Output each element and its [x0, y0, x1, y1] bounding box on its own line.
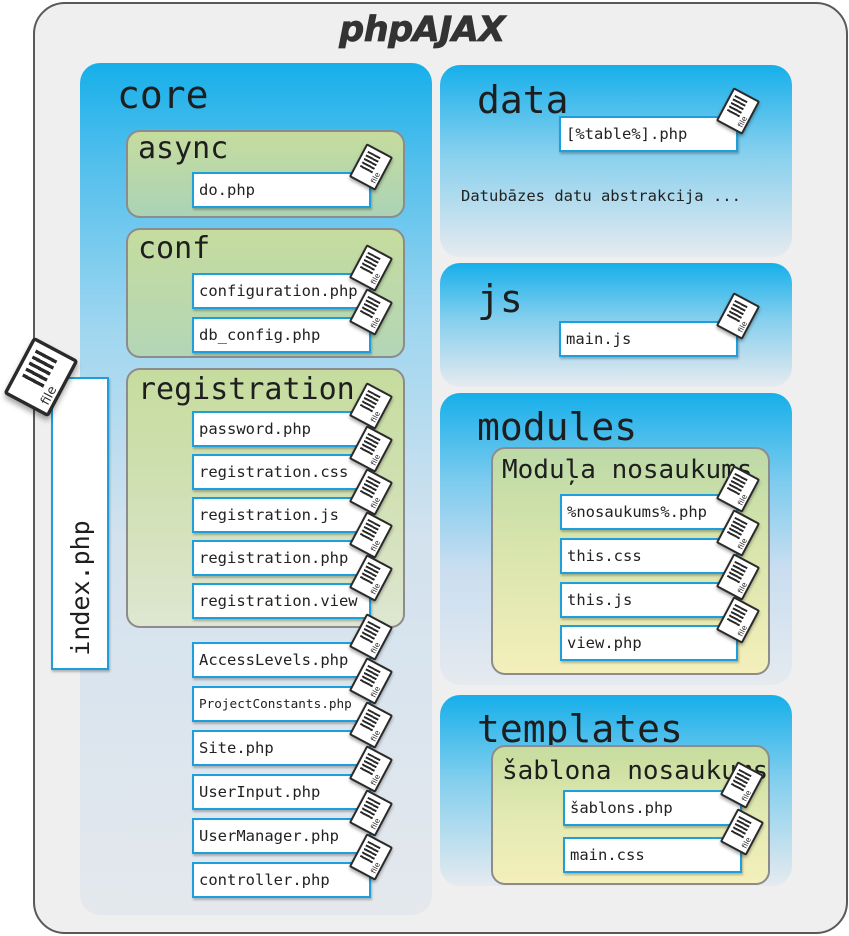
file-icon-label: file — [368, 495, 383, 511]
file-name: this.css — [567, 547, 642, 565]
panel-data: data [%table%].php file Datubāzes datu a… — [440, 65, 792, 257]
panel-js: js main.js file — [440, 263, 792, 387]
file-icon-label: file — [368, 271, 383, 287]
file-this-js: this.js file — [560, 553, 761, 618]
file-icon: file — [715, 87, 761, 135]
data-description: Datubāzes datu abstrakcija ... — [461, 187, 741, 205]
file-icon-label: file — [368, 684, 383, 700]
panel-modules-label: modules — [477, 405, 638, 449]
file-name: main.js — [566, 330, 632, 348]
file-icon: file — [348, 143, 394, 191]
file-icon-label: file — [739, 788, 754, 804]
file-name: registration.css — [199, 463, 349, 481]
file-icon-label: file — [368, 581, 383, 597]
file-icon-label: file — [368, 452, 383, 468]
file-icon-label: file — [739, 835, 754, 851]
file-registration-css: registration.css file — [192, 425, 394, 490]
file-index-php: index.php — [51, 377, 109, 670]
file-icon-label: file — [368, 816, 383, 832]
folder-template-name-label: šablona nosaukums — [502, 756, 769, 786]
folder-async: async do.php file — [126, 130, 405, 218]
panel-data-label: data — [477, 78, 569, 122]
file-icon-label: file — [368, 538, 383, 554]
file-name: Site.php — [199, 739, 274, 757]
file-icon-label: file — [735, 580, 750, 596]
file-icon-label: file — [735, 623, 750, 639]
file-projectconstants-php: ProjectConstants.php file — [192, 657, 394, 722]
panel-core: core async do.php file conf configuratio… — [80, 63, 432, 915]
panel-templates-label: templates — [477, 707, 683, 751]
file-icon-label: file — [368, 860, 383, 876]
file-icon-label: file — [368, 170, 383, 186]
file-icon: file — [715, 292, 761, 340]
file-db-config-php: db_config.php file — [192, 288, 394, 353]
file-icon-label: file — [735, 536, 750, 552]
file-name: this.js — [567, 591, 633, 609]
panel-core-label: core — [117, 73, 209, 117]
file-main-js: main.js file — [559, 292, 761, 357]
diagram-title: phpAJAX — [339, 10, 506, 50]
file-icon-label: file — [368, 728, 383, 744]
file-name: controller.php — [199, 871, 330, 889]
file-name: AccessLevels.php — [199, 651, 349, 669]
file-icon-label: file — [735, 319, 750, 335]
panel-js-label: js — [477, 277, 523, 321]
file-usermanager-php: UserManager.php file — [192, 789, 394, 854]
file-accesslevels-php: AccessLevels.php file — [192, 613, 394, 678]
file-name: do.php — [199, 181, 255, 199]
file-password-php: password.php file — [192, 382, 394, 447]
file-nosaukums-php: %nosaukums%.php file — [560, 465, 761, 530]
file-registration-php: registration.php file — [192, 511, 394, 576]
file-name: index.php — [66, 520, 95, 656]
folder-registration-label: registration — [138, 372, 355, 407]
file-name: %nosaukums%.php — [567, 503, 707, 521]
file-sablons-php: šablons.php file — [563, 761, 765, 826]
file-name: ProjectConstants.php — [199, 696, 352, 711]
file-name: šablons.php — [570, 799, 673, 817]
folder-conf: conf configuration.php file db_config.ph… — [126, 228, 405, 358]
file-name: registration.view — [199, 592, 358, 610]
file-name: UserManager.php — [199, 827, 339, 845]
file-icon: file — [348, 382, 394, 430]
file-name: main.css — [570, 846, 645, 864]
file-name: registration.php — [199, 549, 349, 567]
folder-module-name-label: Moduļa nosaukums — [502, 455, 753, 485]
file-view-php: view.php file — [560, 596, 761, 661]
file-name: registration.js — [199, 506, 339, 524]
folder-registration: registration password.php file registrat… — [126, 368, 405, 628]
file-site-php: Site.php file — [192, 701, 394, 766]
folder-template-name: šablona nosaukums šablons.php file main.… — [491, 745, 770, 885]
file-name: UserInput.php — [199, 783, 321, 801]
folder-module-name: Moduļa nosaukums %nosaukums%.php file th… — [491, 447, 770, 675]
file-template-main-css: main.css file — [563, 808, 765, 873]
file-table-php: [%table%].php file — [559, 87, 761, 152]
file-name: db_config.php — [199, 326, 321, 344]
file-configuration-php: configuration.php file — [192, 244, 394, 309]
file-registration-js: registration.js file — [192, 468, 394, 533]
file-icon-label: file — [368, 772, 383, 788]
file-name: configuration.php — [199, 282, 358, 300]
file-do-php: do.php file — [192, 143, 394, 208]
file-name: password.php — [199, 420, 311, 438]
file-icon-label: file — [368, 640, 383, 656]
file-icon-label: file — [735, 114, 750, 130]
file-icon-label: file — [735, 492, 750, 508]
file-registration-view: registration.view file — [192, 554, 394, 619]
file-controller-php: controller.php file — [192, 833, 394, 898]
panel-templates: templates šablona nosaukums šablons.php … — [440, 695, 792, 886]
file-userinput-php: UserInput.php file — [192, 745, 394, 810]
file-icon-label: file — [368, 315, 383, 331]
panel-modules: modules Moduļa nosaukums %nosaukums%.php… — [440, 393, 792, 685]
file-this-css: this.css file — [560, 509, 761, 574]
folder-async-label: async — [138, 131, 229, 166]
folder-conf-label: conf — [138, 231, 211, 266]
file-name: [%table%].php — [566, 125, 688, 143]
file-name: view.php — [567, 634, 642, 652]
file-icon-label: file — [368, 409, 383, 425]
